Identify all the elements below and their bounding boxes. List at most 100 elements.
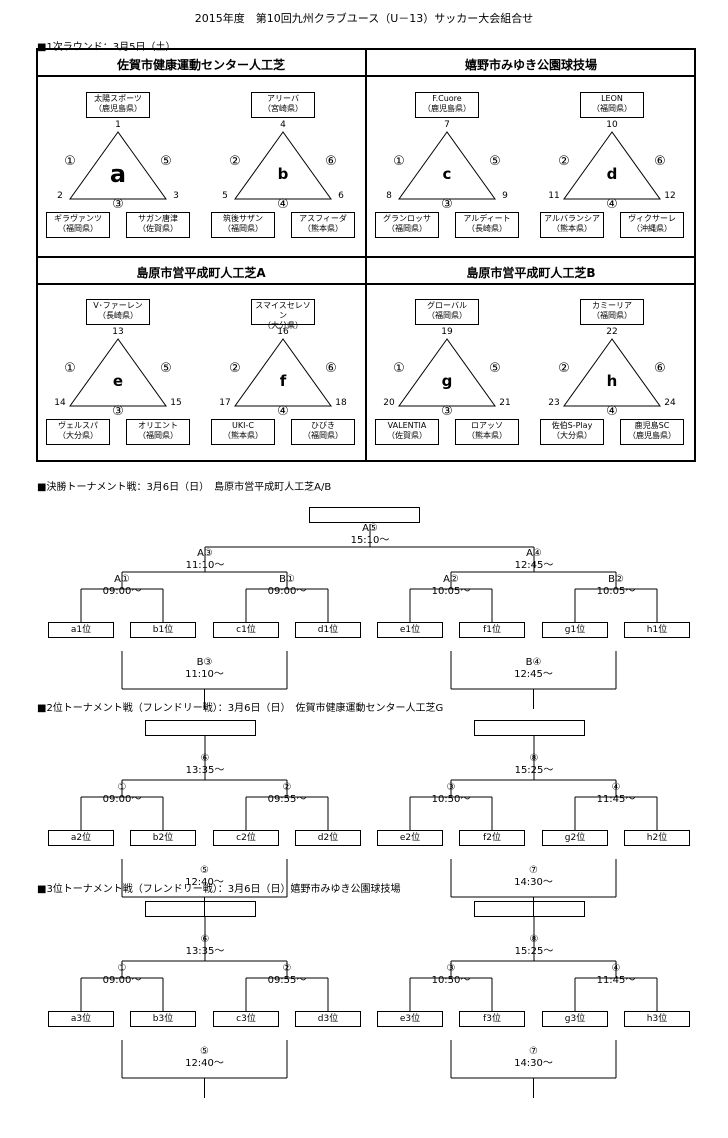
group-g-triangle bbox=[398, 338, 496, 407]
group-f-triangle bbox=[234, 338, 332, 407]
group-c-triangle bbox=[398, 131, 496, 200]
match-number-left: ② bbox=[558, 361, 570, 376]
seed-slot: a1位 bbox=[48, 622, 114, 638]
group-g-letter: g bbox=[441, 372, 453, 390]
team-name: ヴェルスパ bbox=[58, 421, 98, 430]
team-number: 24 bbox=[664, 398, 676, 408]
venue-ureshino: 嬉野市みゆき公園球技場 bbox=[464, 58, 597, 72]
match-time: 12:40～ bbox=[185, 877, 224, 888]
seed-slot: h1位 bbox=[624, 622, 690, 638]
match-number-bottom: ③ bbox=[112, 197, 124, 212]
team-number: 16 bbox=[277, 327, 289, 337]
team-name: カミーリア bbox=[592, 301, 632, 310]
match-id: ⑦ bbox=[529, 1046, 538, 1057]
team-prefecture: （福岡県） bbox=[303, 431, 343, 440]
team-number: 21 bbox=[499, 398, 511, 408]
team-name: グランロッサ bbox=[383, 214, 431, 223]
group-a-team-left: ギラヴァンツ（福岡県） bbox=[46, 212, 110, 238]
venue-shimabara-b: 島原市営平成町人工芝B bbox=[466, 266, 596, 280]
group-h-triangle bbox=[563, 338, 661, 407]
winner-box bbox=[145, 720, 256, 736]
venue-saga: 佐賀市健康運動センター人工芝 bbox=[116, 58, 285, 72]
team-name: アリーバ bbox=[267, 94, 299, 103]
team-name: グローバル bbox=[427, 301, 467, 310]
team-prefecture: （福岡県） bbox=[427, 311, 467, 320]
team-prefecture: （福岡県） bbox=[58, 224, 98, 233]
match-time: 10:05～ bbox=[596, 586, 636, 597]
match-number-right: ⑥ bbox=[325, 361, 337, 376]
match-time: 09:55～ bbox=[267, 975, 307, 986]
seed-slot: g2位 bbox=[542, 830, 608, 846]
group-b-letter: b bbox=[277, 165, 289, 183]
seed-slot: e2位 bbox=[377, 830, 443, 846]
match-time: 10:50～ bbox=[431, 794, 471, 805]
team-number: 4 bbox=[280, 120, 286, 130]
group-g-team-left: VALENTIA（佐賀県） bbox=[375, 419, 439, 445]
team-name: UKI-C bbox=[232, 421, 254, 430]
match-time: 11:10～ bbox=[185, 669, 224, 680]
seed-slot: g1位 bbox=[542, 622, 608, 638]
team-prefecture: （福岡県） bbox=[223, 224, 263, 233]
team-name: サガン唐津 bbox=[138, 214, 178, 223]
seed-slot: c2位 bbox=[213, 830, 279, 846]
team-prefecture: （福岡県） bbox=[592, 104, 632, 113]
match-time: 09:00～ bbox=[102, 586, 142, 597]
group-a-team-top: 太陽スポーツ（鹿児島県） bbox=[86, 92, 150, 118]
team-prefecture: （鹿児島県） bbox=[423, 104, 471, 113]
seed-slot: g3位 bbox=[542, 1011, 608, 1027]
match-time: 09:00～ bbox=[102, 975, 142, 986]
team-name: ロアッソ bbox=[471, 421, 503, 430]
match-number-right: ⑤ bbox=[489, 361, 501, 376]
team-number: 18 bbox=[335, 398, 347, 408]
match-number-bottom: ③ bbox=[441, 197, 453, 212]
team-prefecture: （福岡県） bbox=[138, 431, 178, 440]
seed-slot: a2位 bbox=[48, 830, 114, 846]
team-prefecture: （福岡県） bbox=[387, 224, 427, 233]
seed-slot: b3位 bbox=[130, 1011, 196, 1027]
team-name: 太陽スポーツ bbox=[94, 94, 142, 103]
match-number-right: ⑤ bbox=[160, 361, 172, 376]
group-e-letter: e bbox=[112, 372, 124, 390]
team-name: VALENTIA bbox=[387, 421, 427, 430]
group-d-triangle bbox=[563, 131, 661, 200]
round1-heading: ■1次ラウンド：3月5日（土） bbox=[37, 42, 176, 53]
grid-divider-middle bbox=[36, 256, 696, 258]
match-number-bottom: ④ bbox=[606, 197, 618, 212]
seed-slot: e1位 bbox=[377, 622, 443, 638]
group-c-team-left: グランロッサ（福岡県） bbox=[375, 212, 439, 238]
team-prefecture: （佐賀県） bbox=[138, 224, 178, 233]
group-c-team-top: F.Cuore（鹿児島県） bbox=[415, 92, 479, 118]
team-prefecture: （大分県） bbox=[263, 321, 303, 330]
tournament-3-heading: ■3位トーナメント戦（フレンドリー戦）：3月6日（日）嬉野市みゆき公園球技場 bbox=[37, 884, 401, 895]
team-number: 15 bbox=[170, 398, 182, 408]
seed-slot: b1位 bbox=[130, 622, 196, 638]
match-time: 12:45～ bbox=[514, 669, 553, 680]
match-number-bottom: ④ bbox=[277, 404, 289, 419]
match-time: 10:50～ bbox=[431, 975, 471, 986]
venue-shimabara-a: 島原市営平成町人工芝A bbox=[136, 266, 266, 280]
team-number: 5 bbox=[222, 191, 228, 201]
seed-slot: c3位 bbox=[213, 1011, 279, 1027]
group-a-team-right: サガン唐津（佐賀県） bbox=[126, 212, 190, 238]
seed-slot: a3位 bbox=[48, 1011, 114, 1027]
team-number: 17 bbox=[219, 398, 231, 408]
seed-slot: e3位 bbox=[377, 1011, 443, 1027]
seed-slot: c1位 bbox=[213, 622, 279, 638]
match-time: 11:45～ bbox=[596, 975, 636, 986]
match-id: B④ bbox=[525, 657, 542, 668]
match-number-left: ① bbox=[393, 154, 405, 169]
seed-slot: f2位 bbox=[459, 830, 525, 846]
group-e-team-right: オリエント（福岡県） bbox=[126, 419, 190, 445]
tournament-1-heading: ■決勝トーナメント戦：3月6日（日） 島原市営平成町人工芝A/B bbox=[37, 482, 332, 493]
group-h-team-right: 鹿児島SC（鹿児島県） bbox=[620, 419, 684, 445]
match-number-bottom: ③ bbox=[112, 404, 124, 419]
team-name: LEON bbox=[601, 94, 623, 103]
match-number-left: ① bbox=[64, 361, 76, 376]
match-id: ⑤ bbox=[200, 1046, 209, 1057]
team-name: アルディート bbox=[463, 214, 511, 223]
team-prefecture: （熊本県） bbox=[303, 224, 343, 233]
team-name: アルバランシア bbox=[544, 214, 600, 223]
match-time: 14:30～ bbox=[514, 877, 553, 888]
team-number: 20 bbox=[383, 398, 395, 408]
